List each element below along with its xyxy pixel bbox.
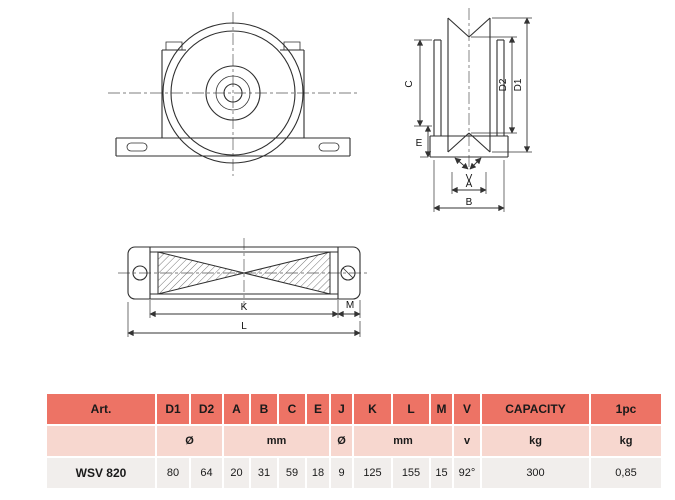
col-header-k: K: [352, 392, 393, 426]
dim-k: K: [149, 300, 339, 318]
wheel-outline: [162, 22, 304, 164]
dim-c: C: [404, 39, 432, 127]
col-header-d2: D2: [189, 392, 224, 426]
unit-diameter-j: Ø: [329, 424, 354, 458]
unit-mm-klm: mm: [352, 424, 454, 458]
cell-b: 31: [249, 456, 279, 490]
unit-kg-capacity: kg: [480, 424, 591, 458]
cell-c: 59: [277, 456, 307, 490]
bracket-outline: [115, 41, 351, 157]
spec-table-units-row: Ø mm Ø mm v kg kg: [45, 424, 663, 458]
col-header-a: A: [222, 392, 251, 426]
dim-label-c: C: [404, 80, 415, 87]
technical-drawing: C E D2 D1: [108, 8, 532, 337]
dim-m: M: [337, 300, 361, 318]
mounting-slots: [126, 142, 340, 152]
spec-table: Art. D1 D2 A B C E J K L M V CAPACITY 1p…: [45, 392, 663, 490]
col-header-m: M: [429, 392, 454, 426]
dim-label-m: M: [346, 300, 354, 311]
col-header-j: J: [329, 392, 354, 426]
spec-table-data-row: WSV 820 80 64 20 31 59 18 9 125 155 15 9…: [45, 456, 663, 490]
dim-label-d1: D1: [513, 78, 524, 91]
dim-label-l: L: [241, 321, 247, 332]
bracket-section-outline: [429, 39, 509, 158]
cell-j: 9: [329, 456, 354, 490]
cell-a: 20: [222, 456, 251, 490]
unit-mm-abce: mm: [222, 424, 331, 458]
spec-table-header-row: Art. D1 D2 A B C E J K L M V CAPACITY 1p…: [45, 392, 663, 426]
plan-wheel-bowtie: [157, 251, 331, 295]
cell-v: 92°: [452, 456, 482, 490]
cell-m: 15: [429, 456, 454, 490]
plan-plate-outline: [127, 246, 361, 300]
dim-label-d2: D2: [498, 78, 509, 91]
col-header-v: V: [452, 392, 482, 426]
unit-diameter-d: Ø: [155, 424, 224, 458]
col-header-art: Art.: [45, 392, 157, 426]
dim-a: A: [451, 172, 487, 194]
section-view-drawing: C E D2 D1: [404, 8, 532, 212]
col-header-1pc: 1pc: [589, 392, 663, 426]
dim-d1: D1: [492, 17, 532, 153]
unit-v: v: [452, 424, 482, 458]
cell-1pc: 0,85: [589, 456, 663, 490]
dim-d2: D2: [471, 36, 517, 134]
cell-e: 18: [305, 456, 331, 490]
cell-art: WSV 820: [45, 456, 157, 490]
dim-label-a: A: [466, 179, 473, 190]
cell-l: 155: [391, 456, 431, 490]
unit-art: [45, 424, 157, 458]
col-header-d1: D1: [155, 392, 191, 426]
col-header-b: B: [249, 392, 279, 426]
col-header-c: C: [277, 392, 307, 426]
cell-capacity: 300: [480, 456, 591, 490]
plan-holes: [132, 265, 356, 281]
col-header-capacity: CAPACITY: [480, 392, 591, 426]
dim-label-v: V: [466, 173, 473, 184]
dim-label-b: B: [466, 197, 473, 208]
plan-view-drawing: K M L: [118, 238, 370, 337]
wheel-section-outline: [447, 17, 491, 153]
dim-v-angle: V: [454, 157, 482, 184]
col-header-e: E: [305, 392, 331, 426]
col-header-l: L: [391, 392, 431, 426]
dim-e: E: [416, 125, 432, 158]
cell-d2: 64: [189, 456, 224, 490]
dim-b: B: [433, 160, 505, 212]
dim-label-k: K: [241, 302, 248, 313]
front-view-centerlines: [108, 12, 358, 176]
dim-l: L: [127, 302, 361, 337]
cell-d1: 80: [155, 456, 191, 490]
front-view-drawing: [108, 12, 358, 176]
dim-label-e: E: [416, 138, 423, 149]
unit-kg-1pc: kg: [589, 424, 663, 458]
cell-k: 125: [352, 456, 393, 490]
